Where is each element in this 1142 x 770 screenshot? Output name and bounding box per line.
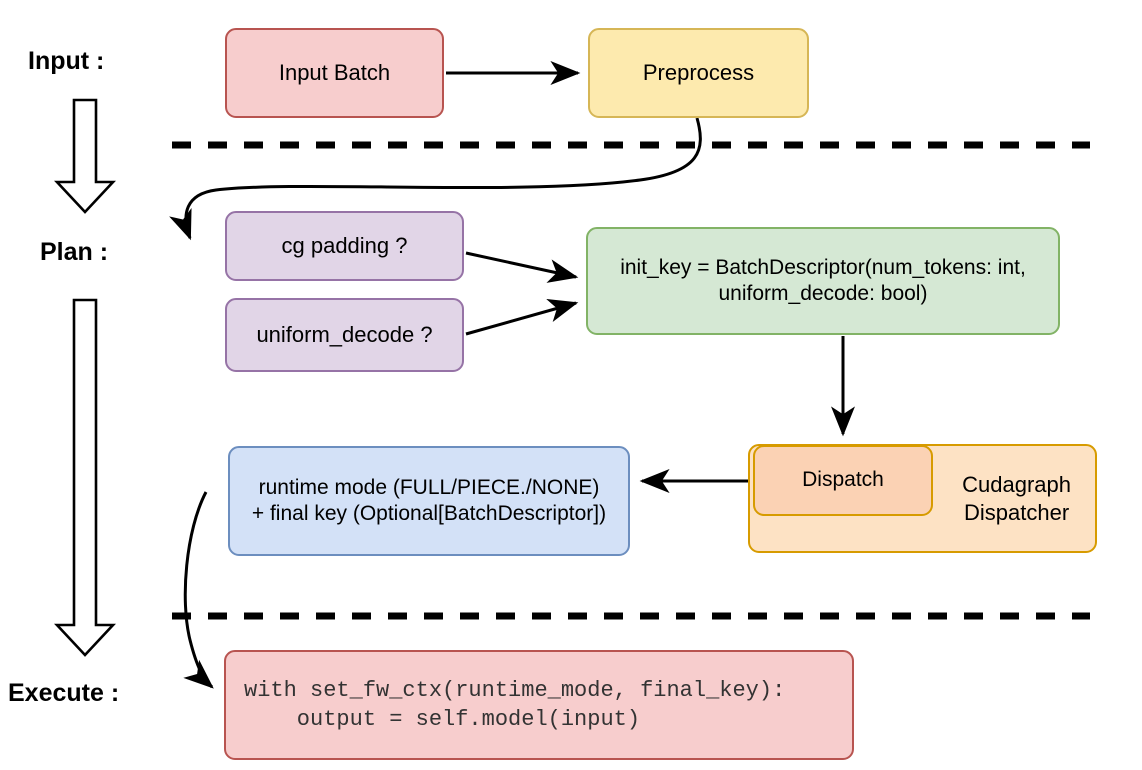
stage-label-execute: Execute : [8,679,120,707]
node-dispatch[interactable]: Dispatch [753,445,933,516]
node-uniform-decode[interactable]: uniform_decode ? [225,298,464,372]
stage-label-plan: Plan : [40,238,109,266]
connector-runtime-mode-to-execute-code [183,491,214,689]
node-runtime-mode[interactable]: runtime mode (FULL/PIECE./NONE) + final … [228,446,630,556]
stage-arrow-input-plan [54,98,116,214]
connector-uniform-decode-to-init-key [465,298,579,336]
node-execute-code[interactable]: with set_fw_ctx(runtime_mode, final_key)… [224,650,854,760]
node-preprocess[interactable]: Preprocess [588,28,809,118]
stage-arrow-plan-execute [54,298,116,657]
node-init-key[interactable]: init_key = BatchDescriptor(num_tokens: i… [586,227,1060,335]
node-input-batch[interactable]: Input Batch [225,28,444,118]
stage-label-input: Input : [28,47,105,75]
node-cg-padding[interactable]: cg padding ? [225,211,464,281]
connector-cg-padding-to-init-key [465,251,579,283]
